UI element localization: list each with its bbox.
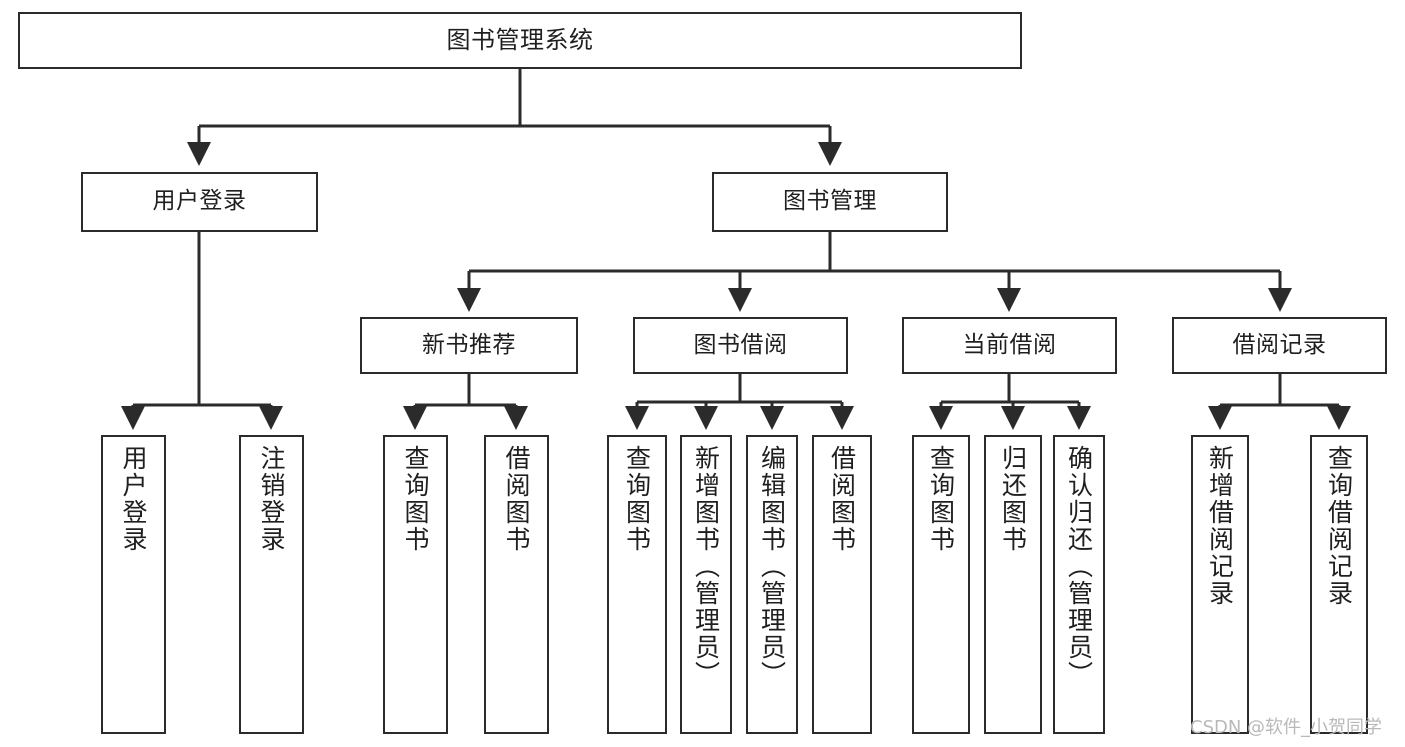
leaf-borrow-book[interactable]: 借阅图书 <box>812 435 872 734</box>
leaf-query-borrow-record[interactable]: 查询借阅记录 <box>1310 435 1368 734</box>
node-current-borrow-label: 当前借阅 <box>962 331 1057 358</box>
node-borrow-record[interactable]: 借阅记录 <box>1172 317 1387 374</box>
leaf-query-borrow-record-label: 查询借阅记录 <box>1324 445 1354 607</box>
leaf-query-book-current[interactable]: 查询图书 <box>912 435 970 734</box>
node-book-borrow[interactable]: 图书借阅 <box>633 317 848 374</box>
leaf-query-book-borrow-label: 查询图书 <box>622 445 652 553</box>
leaf-return-book[interactable]: 归还图书 <box>984 435 1042 734</box>
node-book-borrow-label: 图书借阅 <box>693 331 788 358</box>
node-user-login[interactable]: 用户登录 <box>81 172 318 232</box>
leaf-borrow-book-rec[interactable]: 借阅图书 <box>484 435 549 734</box>
leaf-add-borrow-record[interactable]: 新增借阅记录 <box>1191 435 1249 734</box>
leaf-query-book-rec[interactable]: 查询图书 <box>383 435 448 734</box>
node-borrow-record-label: 借阅记录 <box>1232 331 1327 358</box>
leaf-add-book-admin-label: 新增图书（管理员） <box>691 445 721 688</box>
leaf-logout[interactable]: 注销登录 <box>239 435 304 734</box>
node-book-manage-label: 图书管理 <box>783 188 877 215</box>
leaf-query-book-current-label: 查询图书 <box>926 445 956 553</box>
leaf-query-book-rec-label: 查询图书 <box>401 445 430 553</box>
node-book-manage[interactable]: 图书管理 <box>712 172 948 232</box>
leaf-user-login[interactable]: 用户登录 <box>101 435 166 734</box>
leaf-add-book-admin[interactable]: 新增图书（管理员） <box>680 435 732 734</box>
node-new-book-recommend[interactable]: 新书推荐 <box>360 317 578 374</box>
leaf-add-borrow-record-label: 新增借阅记录 <box>1205 445 1235 607</box>
leaf-confirm-return-admin-label: 确认归还（管理员） <box>1064 445 1094 688</box>
leaf-edit-book-admin[interactable]: 编辑图书（管理员） <box>746 435 798 734</box>
leaf-borrow-book-label: 借阅图书 <box>827 445 857 553</box>
leaf-logout-label: 注销登录 <box>257 445 286 553</box>
node-root[interactable]: 图书管理系统 <box>18 12 1022 69</box>
leaf-user-login-label: 用户登录 <box>119 445 148 553</box>
node-root-label: 图书管理系统 <box>446 26 594 55</box>
node-user-login-label: 用户登录 <box>152 188 247 215</box>
leaf-return-book-label: 归还图书 <box>998 445 1028 553</box>
leaf-confirm-return-admin[interactable]: 确认归还（管理员） <box>1053 435 1105 734</box>
node-current-borrow[interactable]: 当前借阅 <box>902 317 1117 374</box>
leaf-query-book-borrow[interactable]: 查询图书 <box>607 435 667 734</box>
node-new-book-recommend-label: 新书推荐 <box>422 331 516 358</box>
leaf-edit-book-admin-label: 编辑图书（管理员） <box>757 445 787 688</box>
csdn-watermark: CSDN @软件_小贺同学 <box>1190 717 1383 738</box>
leaf-borrow-book-rec-label: 借阅图书 <box>502 445 531 553</box>
